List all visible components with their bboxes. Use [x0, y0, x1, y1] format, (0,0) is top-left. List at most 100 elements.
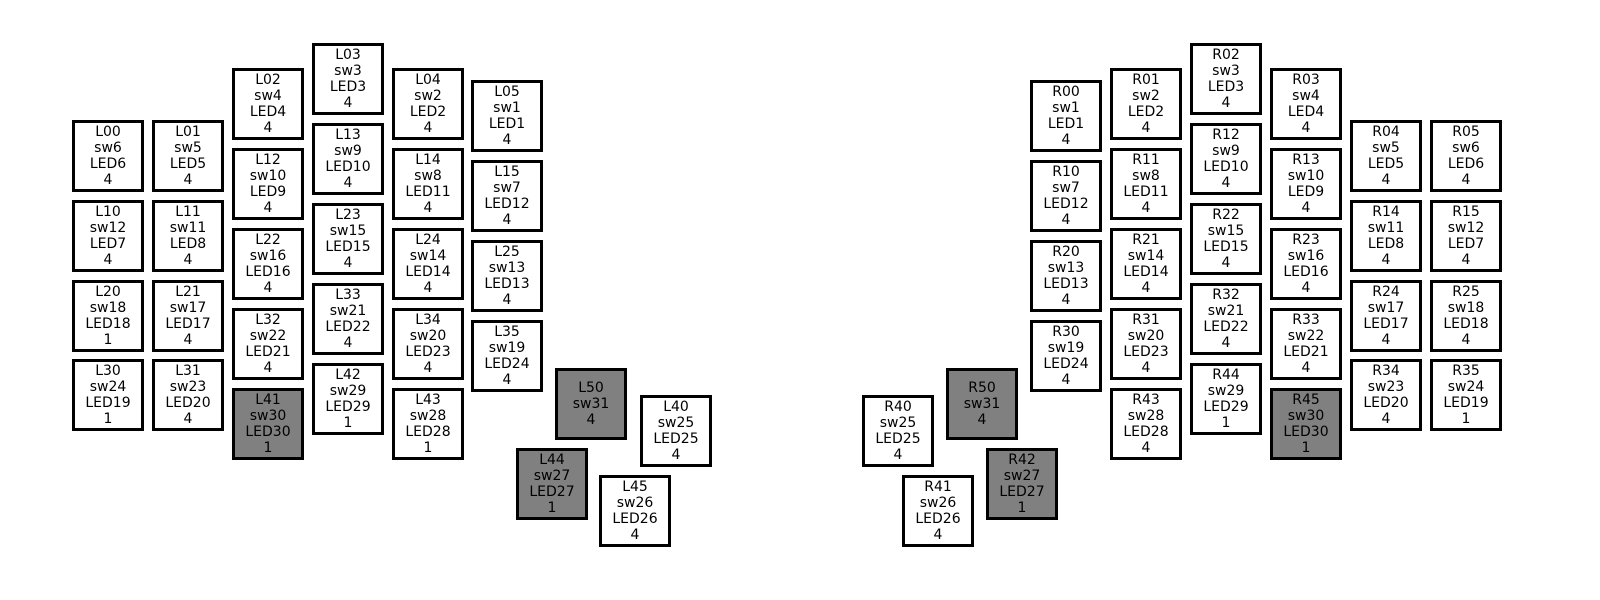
switch-label: sw24	[1447, 379, 1485, 395]
led-label: LED22	[1203, 319, 1249, 335]
key-id: R45	[1292, 392, 1320, 408]
led-label: LED3	[1207, 79, 1245, 95]
switch-label: sw17	[1367, 300, 1405, 316]
switch-label: sw14	[1127, 248, 1165, 264]
key-value: 4	[343, 335, 353, 351]
led-label: LED14	[405, 264, 451, 280]
key-value: 1	[103, 332, 113, 348]
switch-label: sw25	[879, 415, 917, 431]
switch-label: sw15	[1207, 223, 1245, 239]
switch-label: sw13	[1047, 260, 1085, 276]
key-id: L32	[255, 312, 281, 328]
key-value: 4	[263, 120, 273, 136]
led-label: LED7	[89, 236, 127, 252]
led-label: LED29	[325, 399, 371, 415]
key-value: 4	[1301, 120, 1311, 136]
led-label: LED13	[1043, 276, 1089, 292]
led-label: LED10	[1203, 159, 1249, 175]
key-value: 4	[263, 360, 273, 376]
key-value: 1	[103, 411, 113, 427]
key-id: L24	[415, 232, 441, 248]
key-value: 4	[423, 120, 433, 136]
key-value: 1	[1017, 500, 1027, 516]
switch-label: sw13	[488, 260, 526, 276]
led-label: LED5	[169, 156, 207, 172]
key-value: 4	[502, 132, 512, 148]
key-id: R21	[1132, 232, 1160, 248]
key-id: R42	[1008, 452, 1036, 468]
key-id: L20	[95, 284, 121, 300]
key-value: 4	[1221, 335, 1231, 351]
switch-label: sw1	[1052, 100, 1080, 116]
switch-label: sw8	[1132, 168, 1160, 184]
switch-label: sw8	[414, 168, 442, 184]
key-id: R31	[1132, 312, 1160, 328]
key-id: R23	[1292, 232, 1320, 248]
switch-label: sw30	[1287, 408, 1325, 424]
key-id: L14	[415, 152, 441, 168]
led-label: LED11	[405, 184, 451, 200]
switch-label: sw23	[169, 379, 207, 395]
led-label: LED23	[1123, 344, 1169, 360]
key-value: 4	[1381, 411, 1391, 427]
led-label: LED1	[1047, 116, 1085, 132]
key-id: R33	[1292, 312, 1320, 328]
led-label: LED26	[612, 511, 658, 527]
switch-label: sw7	[1052, 180, 1080, 196]
switch-label: sw29	[1207, 383, 1245, 399]
key-id: L45	[622, 479, 648, 495]
key-value: 4	[1381, 172, 1391, 188]
switch-label: sw2	[1132, 88, 1160, 104]
key-id: L02	[255, 72, 281, 88]
switch-label: sw10	[1287, 168, 1325, 184]
led-label: LED3	[329, 79, 367, 95]
switch-label: sw3	[1212, 63, 1240, 79]
switch-label: sw21	[1207, 303, 1245, 319]
key-id: R04	[1372, 124, 1400, 140]
key-value: 4	[1461, 332, 1471, 348]
key-value: 4	[1461, 172, 1471, 188]
key-id: R22	[1212, 207, 1240, 223]
led-label: LED10	[325, 159, 371, 175]
key-id: R34	[1372, 363, 1400, 379]
led-label: LED5	[1367, 156, 1405, 172]
led-label: LED22	[325, 319, 371, 335]
switch-label: sw25	[657, 415, 695, 431]
switch-label: sw31	[963, 396, 1001, 412]
key-id: L03	[335, 47, 361, 63]
led-label: LED4	[249, 104, 287, 120]
key-value: 4	[502, 292, 512, 308]
key-value: 4	[103, 172, 113, 188]
key-id: R24	[1372, 284, 1400, 300]
key-value: 4	[103, 252, 113, 268]
led-label: LED15	[1203, 239, 1249, 255]
led-label: LED9	[249, 184, 287, 200]
key-value: 4	[1141, 200, 1151, 216]
led-label: LED12	[1043, 196, 1089, 212]
switch-label: sw9	[1212, 143, 1240, 159]
